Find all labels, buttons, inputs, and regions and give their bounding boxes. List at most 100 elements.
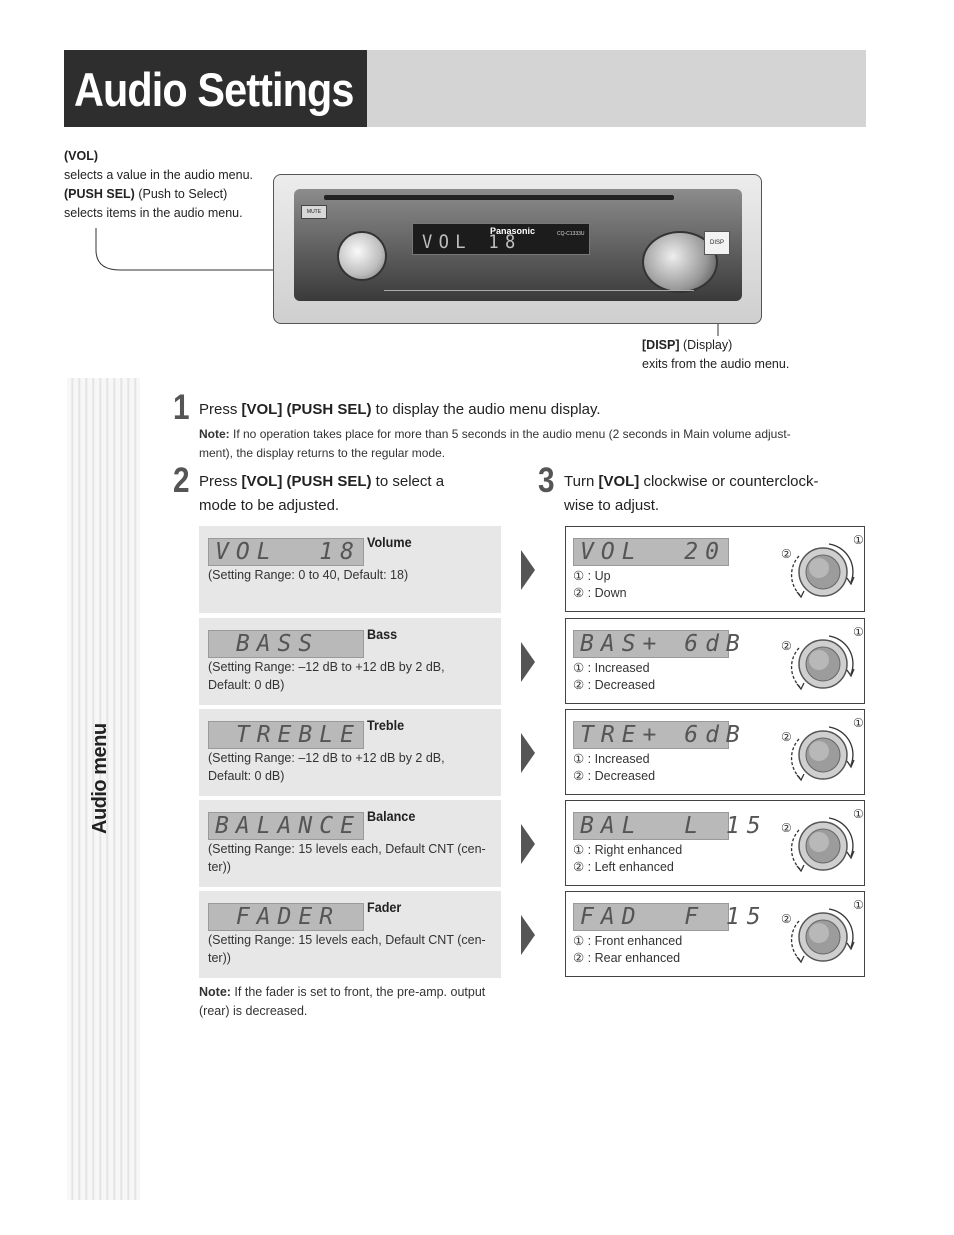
result-lcd: VOL 20	[573, 538, 729, 566]
result-options: ① : Increased ② : Decreased	[573, 751, 655, 785]
fader-note-line2: (rear) is decreased.	[199, 1004, 308, 1018]
mode-label: Bass	[367, 626, 398, 642]
mode-range-line1: (Setting Range: 0 to 40, Default: 18)	[208, 568, 409, 582]
step-2-line2: mode to be adjusted.	[199, 497, 340, 514]
mode-lcd: TREBLE	[208, 721, 364, 749]
disp-name: [DISP]	[642, 338, 680, 352]
disc-slot	[324, 195, 674, 200]
step-3-line2: wise to adjust.	[564, 497, 660, 514]
step-3-text: Turn [VOL] clockwise or counterclock- wi…	[564, 470, 819, 518]
rotate-knob-icon: ① ②	[773, 532, 865, 604]
push-sel-name: (PUSH SEL)	[64, 187, 135, 201]
rotate-knob-icon: ① ②	[773, 806, 865, 878]
disp-hint: (Display)	[682, 338, 733, 352]
step-2-number: 2	[173, 461, 190, 500]
mode-lcd: FADER	[208, 903, 364, 931]
mode-range-line1: (Setting Range: –12 dB to +12 dB by 2 dB…	[208, 751, 445, 765]
mode-lcd: BALANCE	[208, 812, 364, 840]
result-options: ① : Right enhanced ② : Left enhanced	[573, 842, 682, 876]
result-options: ① : Front enhanced ② : Rear enhanced	[573, 933, 682, 967]
mode-lcd: BASS	[208, 630, 364, 658]
mode-label: Fader	[367, 899, 402, 915]
result-lcd: FAD F 15	[573, 903, 761, 931]
step-1-pre: Press	[199, 401, 242, 418]
ccw-mark: ②	[781, 639, 792, 653]
push-sel-desc: selects items in the audio menu.	[64, 206, 243, 220]
result-options: ① : Increased ② : Decreased	[573, 660, 655, 694]
push-sel-hint: (Push to Select)	[138, 187, 228, 201]
fader-note-label: Note:	[199, 985, 231, 999]
step-1-text: Press [VOL] (PUSH SEL) to display the au…	[199, 398, 601, 422]
rotate-knob-icon: ① ②	[773, 715, 865, 787]
preset-button-row	[384, 290, 694, 300]
option-counterclockwise: ② : Decreased	[573, 678, 656, 692]
mode-range-line2: Default: 0 dB)	[208, 769, 285, 783]
option-clockwise: ① : Increased	[573, 752, 650, 766]
model-number: CQ-C1333U	[557, 231, 585, 237]
mode-label: Treble	[367, 717, 405, 733]
step-1-control: [VOL] (PUSH SEL)	[241, 401, 372, 418]
mode-range-line1: (Setting Range: 15 levels each, Default …	[208, 842, 486, 856]
option-clockwise: ① : Right enhanced	[573, 843, 683, 857]
cw-mark: ①	[853, 533, 864, 547]
cw-mark: ①	[853, 625, 864, 639]
option-counterclockwise: ② : Decreased	[573, 769, 656, 783]
ccw-mark: ②	[781, 547, 792, 561]
cw-mark: ①	[853, 716, 864, 730]
ccw-mark: ②	[781, 912, 792, 926]
mode-range: (Setting Range: –12 dB to +12 dB by 2 dB…	[208, 658, 493, 694]
option-counterclockwise: ② : Rear enhanced	[573, 951, 681, 965]
result-options: ① : Up ② : Down	[573, 568, 627, 602]
step-3-post: clockwise or counterclock-	[639, 473, 819, 490]
mode-range: (Setting Range: 15 levels each, Default …	[208, 840, 493, 876]
brand-logo: Panasonic	[490, 226, 536, 236]
cw-mark: ①	[853, 807, 864, 821]
step-3-pre: Turn	[564, 473, 599, 490]
option-clockwise: ① : Up	[573, 569, 611, 583]
step-1-note: Note: If no operation takes place for mo…	[199, 425, 849, 463]
option-counterclockwise: ② : Left enhanced	[573, 860, 674, 874]
cw-mark: ①	[853, 898, 864, 912]
fader-note: Note: If the fader is set to front, the …	[199, 983, 509, 1021]
rotate-knob-icon: ① ②	[773, 624, 865, 696]
step-2-text: Press [VOL] (PUSH SEL) to select a mode …	[199, 470, 444, 518]
option-counterclockwise: ② : Down	[573, 586, 627, 600]
rotate-knob-icon: ① ②	[773, 897, 865, 969]
mode-label: Balance	[367, 808, 416, 824]
step-2-pre: Press	[199, 473, 242, 490]
mode-range: (Setting Range: –12 dB to +12 dB by 2 dB…	[208, 749, 493, 785]
mode-range-line2: Default: 0 dB)	[208, 678, 285, 692]
arrow-right-icon	[521, 824, 535, 864]
sidebar-label: Audio menu	[89, 723, 111, 834]
vol-desc: selects a value in the audio menu.	[64, 168, 254, 182]
result-lcd: TRE+ 6dB	[573, 721, 740, 749]
title-box	[64, 50, 367, 127]
step-1-note-label: Note:	[199, 427, 230, 441]
mode-label: Volume	[367, 534, 412, 550]
arrow-right-icon	[521, 733, 535, 773]
mode-range-line2: ter))	[208, 951, 231, 965]
car-stereo-illustration: MUTE Panasonic CQ-C1333U VOL 18 DISP	[273, 174, 762, 324]
mode-range-line1: (Setting Range: –12 dB to +12 dB by 2 dB…	[208, 660, 445, 674]
step-1-number: 1	[173, 388, 190, 427]
arrow-right-icon	[521, 915, 535, 955]
step-3-control: [VOL]	[598, 473, 640, 490]
disp-desc: exits from the audio menu.	[642, 357, 790, 371]
step-3-number: 3	[538, 461, 555, 500]
mode-range: (Setting Range: 0 to 40, Default: 18)	[208, 566, 493, 584]
vol-name: (VOL)	[64, 149, 99, 163]
mode-lcd: VOL 18	[208, 538, 364, 566]
result-lcd: BAL L 15	[573, 812, 761, 840]
device-display	[412, 223, 590, 255]
step-2-post: to select a	[371, 473, 445, 490]
mode-range: (Setting Range: 15 levels each, Default …	[208, 931, 493, 967]
result-lcd: BAS+ 6dB	[573, 630, 740, 658]
device-display-text: VOL 18	[422, 231, 522, 253]
step-1-note-line2: ment), the display returns to the regula…	[199, 446, 446, 460]
mode-range-line2: ter))	[208, 860, 231, 874]
ccw-mark: ②	[781, 730, 792, 744]
disp-button: DISP	[704, 231, 730, 255]
vol-knob-icon	[337, 231, 387, 281]
fader-note-line1: If the fader is set to front, the pre-am…	[230, 985, 486, 999]
arrow-right-icon	[521, 550, 535, 590]
